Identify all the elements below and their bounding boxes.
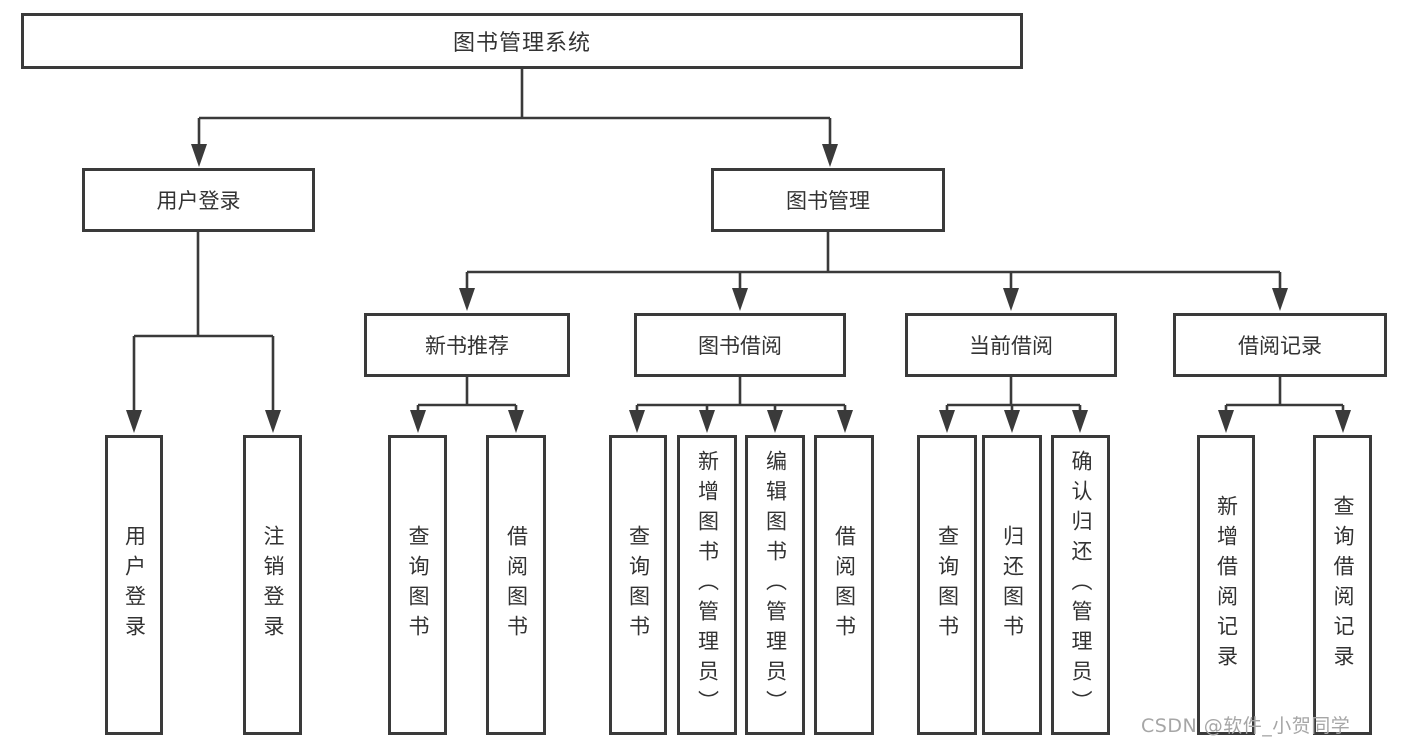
leaf-return-books: 归还图书 [982,435,1042,735]
node-root: 图书管理系统 [21,13,1023,69]
node-book-borrowing-label: 图书借阅 [698,334,782,358]
leaf-add-borrow-record: 新增借阅记录 [1197,435,1255,735]
leaf-user-login: 用户登录 [105,435,163,735]
node-user-login-label: 用户登录 [156,189,241,213]
node-root-label: 图书管理系统 [452,31,591,56]
leaf-query-books-recommend: 查询图书 [388,435,447,735]
node-new-book-recommendation: 新书推荐 [364,313,570,377]
leaf-add-books-admin: 新增图书（管理员） [677,435,737,735]
leaf-query-borrow-record: 查询借阅记录 [1313,435,1372,735]
node-book-management: 图书管理 [711,168,945,232]
node-borrowing-records: 借阅记录 [1173,313,1387,377]
arrowhead-icons [126,144,1351,433]
leaf-borrow-books-borrowing: 借阅图书 [814,435,874,735]
node-borrowing-records-label: 借阅记录 [1238,334,1322,358]
node-current-borrowing-label: 当前借阅 [969,334,1053,358]
leaf-query-books-borrowing: 查询图书 [609,435,667,735]
leaf-logout: 注销登录 [243,435,302,735]
node-new-book-recommendation-label: 新书推荐 [425,334,509,358]
leaf-borrow-books-recommend: 借阅图书 [486,435,546,735]
node-current-borrowing: 当前借阅 [905,313,1117,377]
node-book-management-label: 图书管理 [786,189,870,213]
leaf-query-books-current: 查询图书 [917,435,977,735]
node-book-borrowing: 图书借阅 [634,313,846,377]
leaf-edit-books-admin: 编辑图书（管理员） [745,435,805,735]
csdn-watermark: CSDN @软件_小贺同学 [1141,715,1351,737]
leaf-confirm-return-admin: 确认归还（管理员） [1051,435,1110,735]
node-user-login: 用户登录 [82,168,315,232]
